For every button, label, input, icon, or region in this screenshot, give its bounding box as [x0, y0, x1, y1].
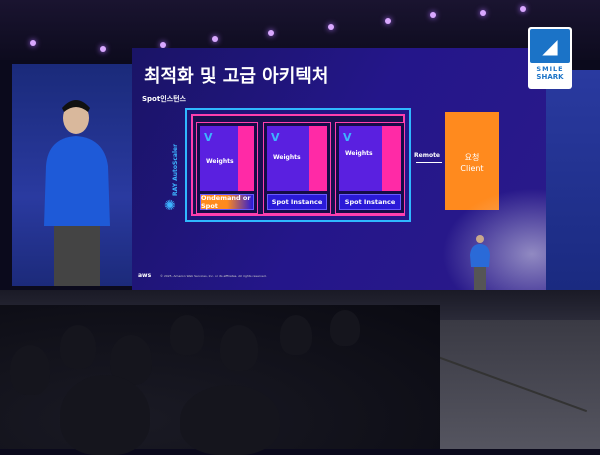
stage-light [520, 6, 526, 12]
ray-network-icon: ✺ [164, 198, 176, 214]
slide-title: 최적화 및 고급 아키텍처 [144, 66, 329, 87]
watermark-line2: SHARK [536, 73, 564, 81]
audience-member [280, 315, 312, 355]
audience-member [220, 325, 258, 371]
stage-light [385, 18, 391, 24]
stage-light [430, 12, 436, 18]
instance-label: Ondemand or Spot [200, 194, 254, 210]
audience [0, 305, 440, 455]
audience-member [330, 310, 360, 346]
right-video-screen [546, 70, 600, 290]
audience-member [10, 345, 50, 395]
stage-light [30, 40, 36, 46]
instance-label: Spot Instance [267, 194, 327, 210]
speaker-on-stage [470, 235, 490, 293]
stage-light [328, 24, 334, 30]
remote-label: Remote [414, 152, 441, 159]
smile-shark-watermark: ◢ SMILE SHARK [528, 27, 572, 89]
instance-card: V Weights Spot Instance [263, 122, 331, 214]
stage-light [268, 30, 274, 36]
vllm-logo-icon: V [343, 131, 352, 144]
instance-label: Spot Instance [339, 194, 401, 210]
left-video-screen [12, 64, 132, 286]
vllm-logo-icon: V [204, 131, 213, 144]
speaker-closeup [44, 100, 110, 286]
stage-light [160, 42, 166, 48]
instance-group: V Weights Ondemand or Spot V Weights Spot … [191, 114, 405, 216]
copyright-text: © 2025, Amazon Web Services, Inc. or its… [160, 274, 267, 278]
stage-light [480, 10, 486, 16]
audience-member [60, 375, 150, 455]
weights-label: Weights [206, 158, 234, 165]
client-label-ko: 요청 [464, 153, 480, 162]
autoscaler-box: V Weights Ondemand or Spot V Weights Spot … [185, 108, 411, 222]
instance-card: V Weights Ondemand or Spot [196, 122, 258, 214]
stage-light [100, 46, 106, 52]
weights-block: V Weights [339, 126, 401, 191]
presentation-slide: 최적화 및 고급 아키텍처 Spot인스턴스 V Weights Ondemand… [132, 48, 546, 292]
spotlight [442, 188, 546, 292]
audience-member [60, 325, 96, 369]
weights-block: V Weights [200, 126, 254, 191]
aws-logo: aws [138, 272, 152, 279]
weights-label: Weights [273, 154, 301, 161]
watermark-line1: SMILE [536, 65, 564, 73]
slide-subtitle: Spot인스턴스 [142, 95, 186, 103]
audience-member [180, 385, 280, 455]
vllm-logo-icon: V [271, 131, 280, 144]
instance-card: V Weights Spot Instance [335, 122, 405, 214]
weights-block: V Weights [267, 126, 327, 191]
shark-fin-icon: ◢ [530, 29, 570, 63]
weights-label: Weights [345, 150, 373, 157]
audience-member [170, 315, 204, 355]
arrow-left-icon [416, 162, 442, 163]
ray-autoscaler-label: RAY AutoScaler [172, 143, 179, 196]
client-label-en: Client [460, 164, 484, 173]
stage-light [212, 36, 218, 42]
